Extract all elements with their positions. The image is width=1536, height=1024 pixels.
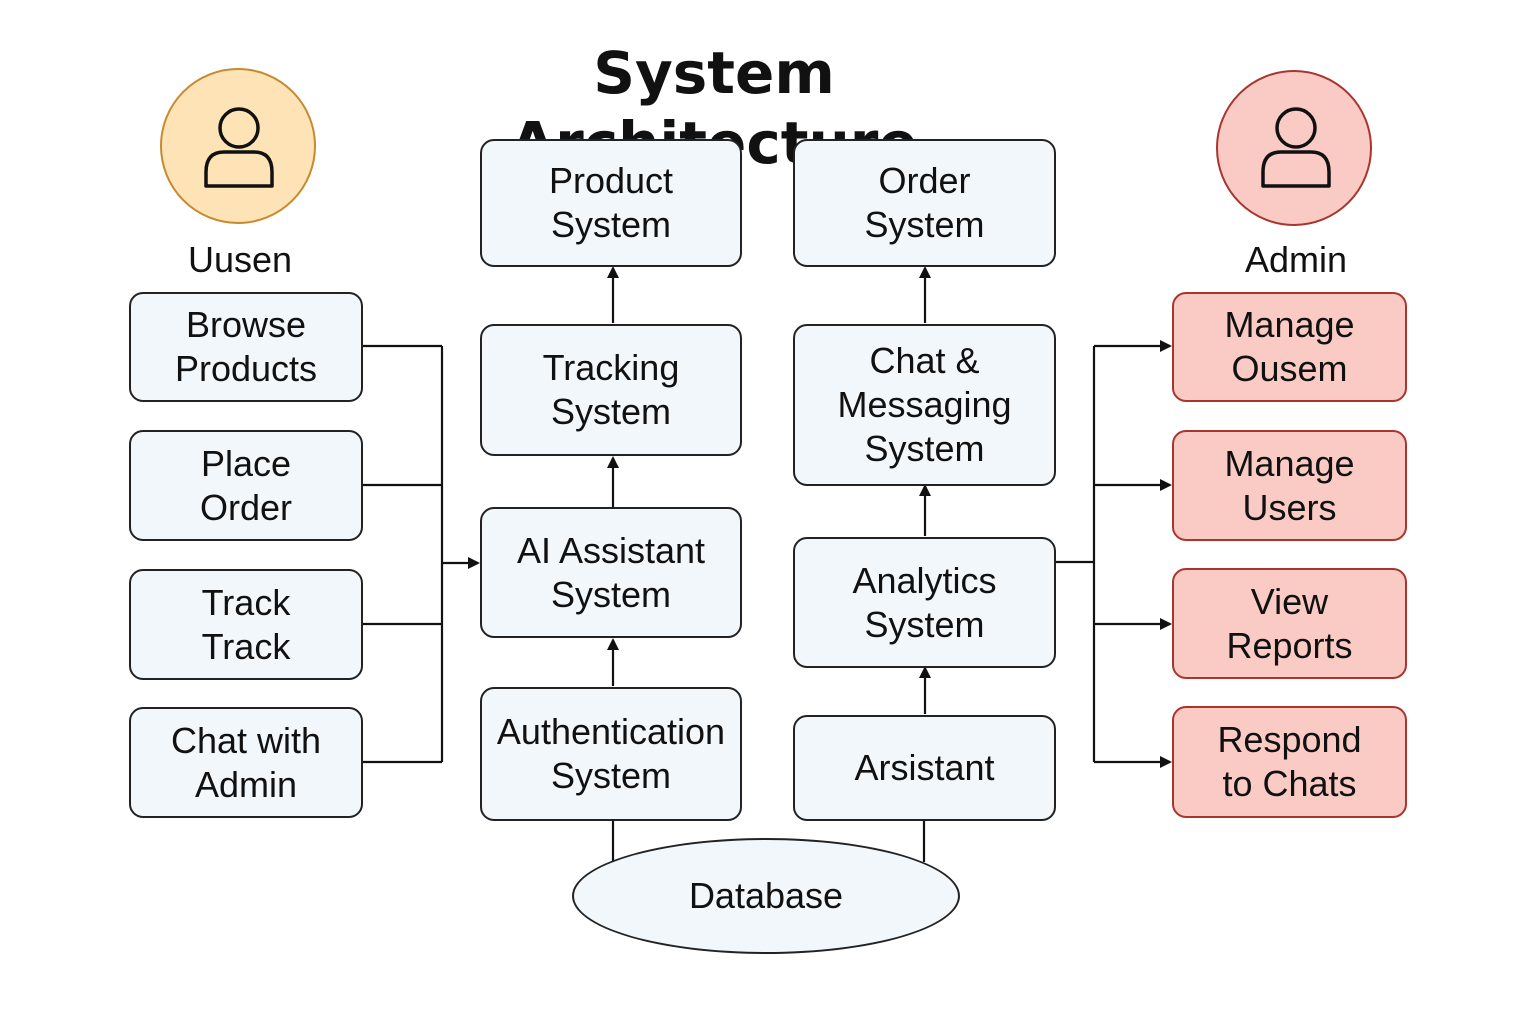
browse-products-box: Browse Products: [129, 292, 363, 402]
place-order-box: Place Order: [129, 430, 363, 541]
respond-to-chats-box: Respond to Chats: [1172, 706, 1407, 818]
ai-assistant-system-box: AI Assistant System: [480, 507, 742, 638]
user-avatar: [160, 68, 316, 224]
database-ellipse: Database: [572, 838, 960, 954]
authentication-system-box: Authentication System: [480, 687, 742, 821]
chat-with-admin-box: Chat with Admin: [129, 707, 363, 818]
track-order-box: Track Track: [129, 569, 363, 680]
product-system-box: Product System: [480, 139, 742, 267]
manage-ousem-box: Manage Ousem: [1172, 292, 1407, 402]
chat-messaging-system-box: Chat & Messaging System: [793, 324, 1056, 486]
analytics-system-box: Analytics System: [793, 537, 1056, 668]
admin-actor-label: Admin: [1244, 239, 1348, 280]
tracking-system-box: Tracking System: [480, 324, 742, 456]
assistant-box: Arsistant: [793, 715, 1056, 821]
view-reports-box: View Reports: [1172, 568, 1407, 679]
user-actor-label: Uusen: [187, 239, 293, 280]
person-icon: [1261, 107, 1331, 188]
order-system-box: Order System: [793, 139, 1056, 267]
person-icon: [204, 107, 274, 188]
manage-users-box: Manage Users: [1172, 430, 1407, 541]
admin-avatar: [1216, 70, 1372, 226]
